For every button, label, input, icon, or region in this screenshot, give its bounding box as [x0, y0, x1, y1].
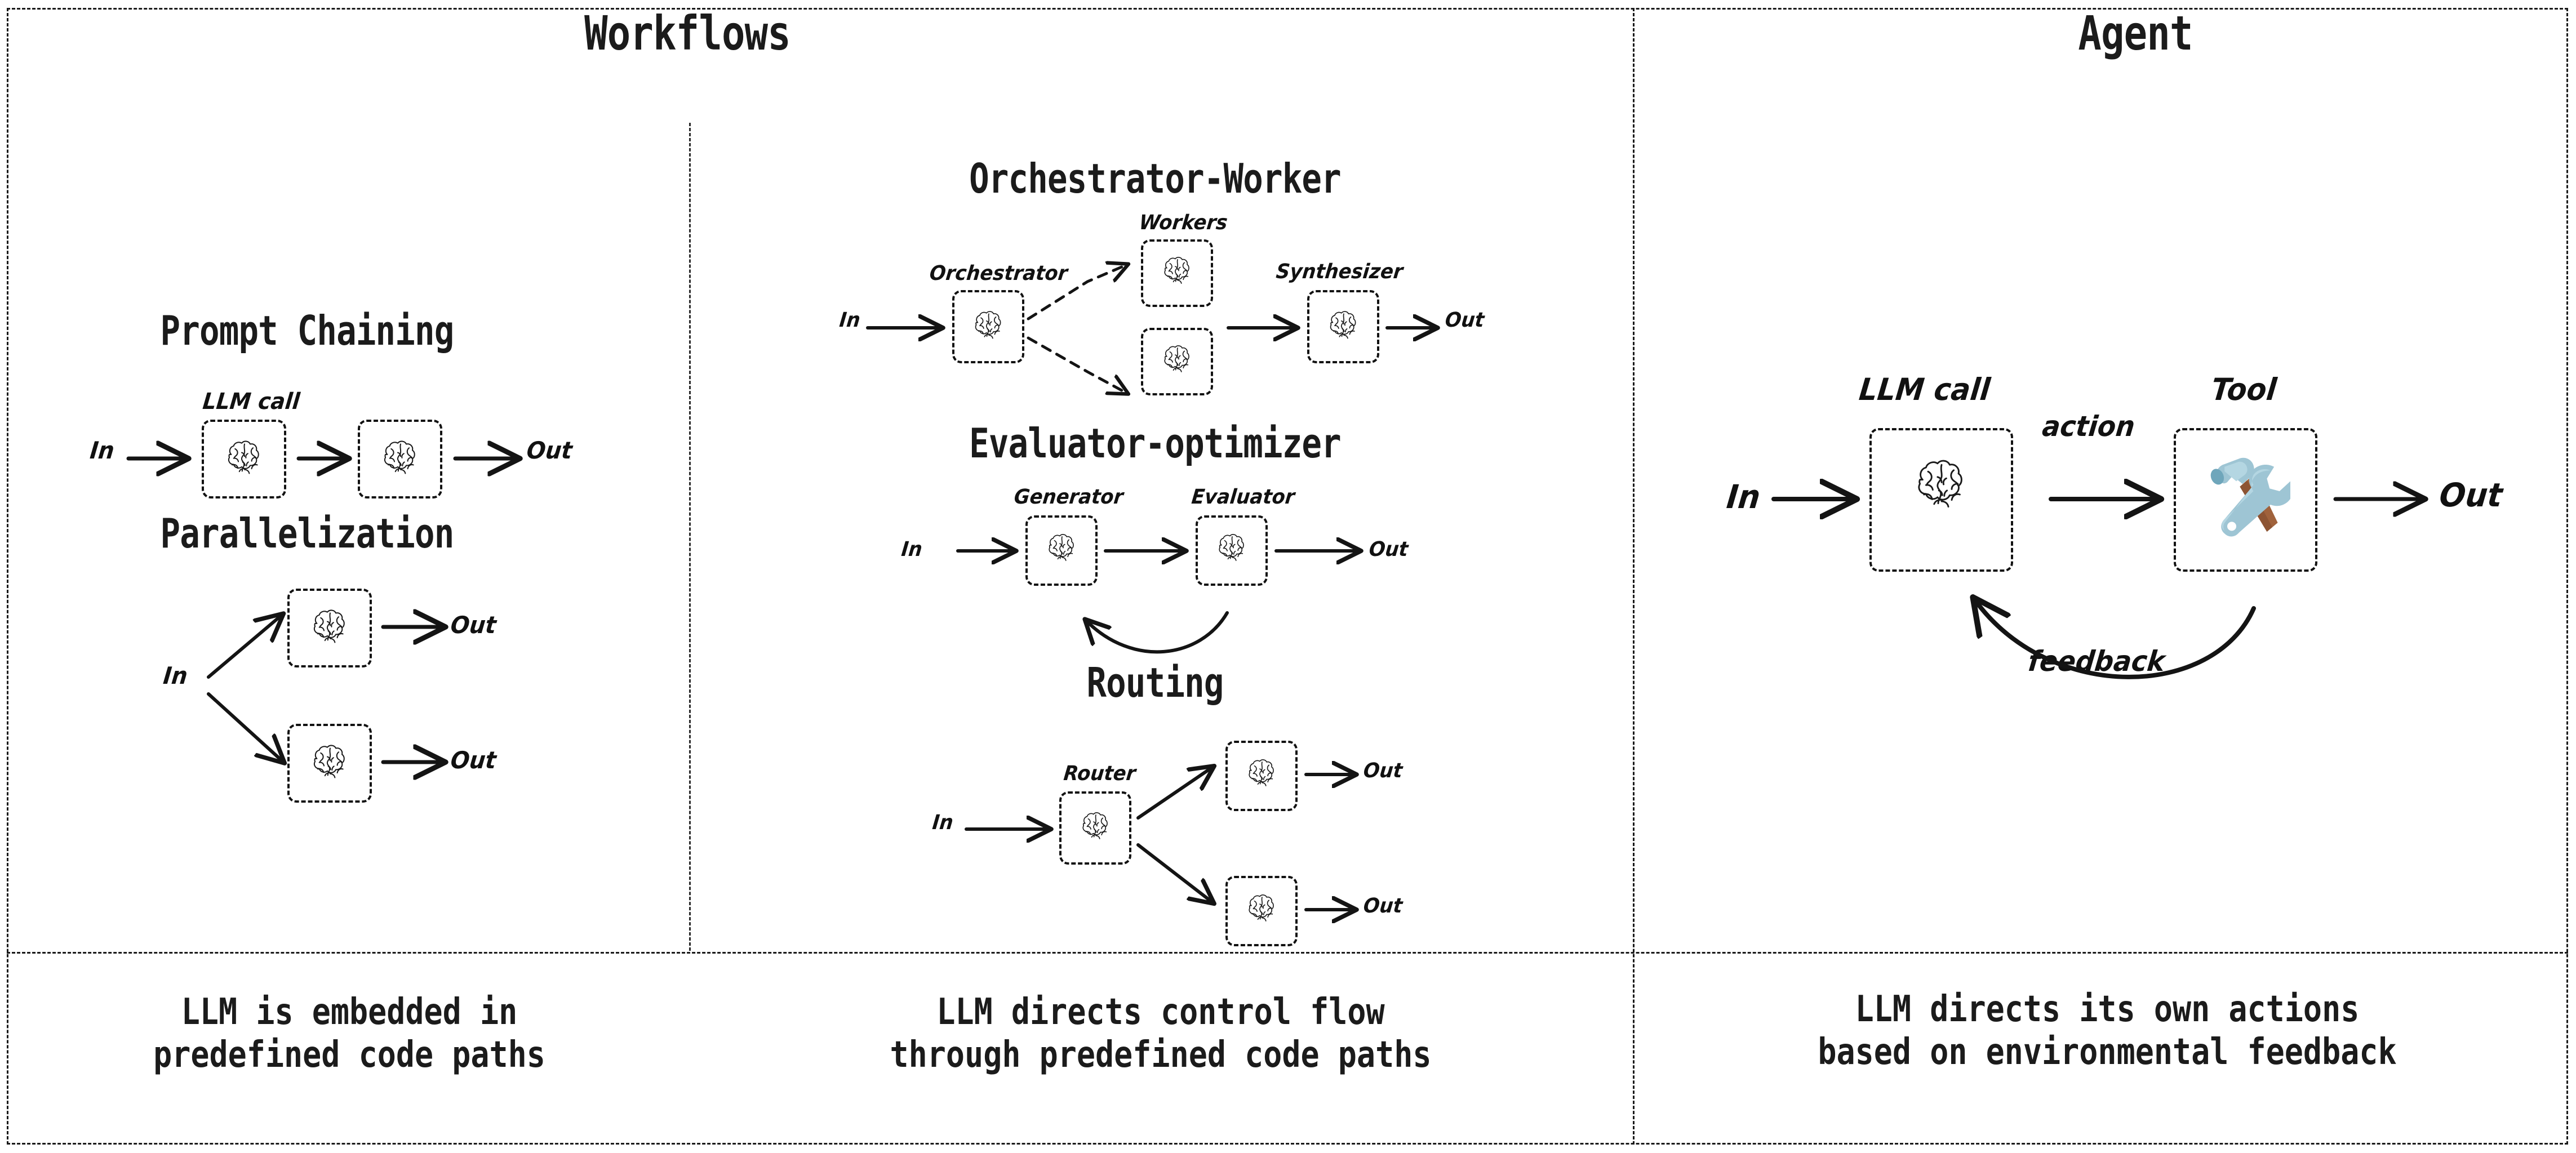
- pattern-title-prompt-chaining: Prompt Chaining: [160, 307, 455, 354]
- label-out-evaluator: Out: [1367, 538, 1410, 561]
- caption-workflows-mid: LLM directs control flow through predefi…: [768, 991, 1553, 1076]
- label-feedback: feedback: [2026, 645, 2167, 678]
- label-router: Router: [1062, 762, 1137, 785]
- caption-line: predefined code paths: [153, 1034, 545, 1076]
- node-synthesizer: [1307, 290, 1379, 363]
- label-in-evaluator: In: [900, 538, 923, 561]
- label-out-routing-1: Out: [1362, 759, 1404, 782]
- label-out-agent: Out: [2437, 476, 2504, 514]
- node-llm-call-1: [202, 420, 286, 498]
- caption-line: through predefined code paths: [890, 1034, 1432, 1076]
- label-in-orchestrator: In: [838, 309, 861, 332]
- label-tool: Tool: [2209, 372, 2279, 407]
- node-llm-call-2: [358, 420, 442, 498]
- node-parallel-branch-1: [287, 589, 372, 667]
- label-llm-call-chaining: LLM call: [201, 389, 301, 415]
- label-out-prompt-chaining: Out: [525, 437, 574, 464]
- workflows-inner-divider: [689, 123, 691, 951]
- label-synthesizer: Synthesizer: [1274, 260, 1404, 283]
- node-generator: [1025, 515, 1098, 586]
- node-evaluator: [1196, 515, 1268, 586]
- caption-line: LLM directs control flow: [936, 991, 1385, 1033]
- label-out-parallel-1: Out: [449, 611, 498, 639]
- caption-line: LLM is embedded in: [181, 991, 518, 1033]
- agent-column-title: Agent: [2078, 6, 2193, 61]
- label-in-agent: In: [1725, 478, 1762, 516]
- label-out-routing-2: Out: [1362, 894, 1404, 918]
- caption-line: LLM directs its own actions: [1855, 989, 2360, 1030]
- label-in-routing: In: [931, 811, 954, 834]
- label-orchestrator: Orchestrator: [928, 262, 1069, 285]
- workflows-column-title: Workflows: [584, 6, 791, 61]
- pattern-title-evaluator-optimizer: Evaluator-optimizer: [969, 420, 1342, 467]
- caption-agent: LLM directs its own actions based on env…: [1715, 989, 2499, 1074]
- label-action: action: [2040, 410, 2137, 443]
- label-evaluator: Evaluator: [1190, 486, 1296, 509]
- pattern-title-routing: Routing: [1086, 659, 1224, 706]
- workflows-agent-divider: [1633, 8, 1635, 1145]
- pattern-title-orchestrator-worker: Orchestrator-Worker: [969, 155, 1342, 202]
- label-in-parallelization: In: [162, 662, 189, 689]
- label-in-prompt-chaining: In: [88, 437, 116, 464]
- outer-frame: [7, 8, 2568, 1145]
- label-workers: Workers: [1138, 211, 1229, 234]
- node-router: [1059, 791, 1131, 865]
- label-generator: Generator: [1012, 486, 1125, 509]
- node-worker-1: [1141, 239, 1213, 307]
- caption-line: based on environmental feedback: [1818, 1031, 2397, 1073]
- caption-divider: [7, 952, 2568, 954]
- node-orchestrator: [952, 290, 1024, 363]
- node-worker-2: [1141, 328, 1213, 395]
- label-out-orchestrator: Out: [1444, 309, 1486, 332]
- node-route-target-1: [1225, 741, 1298, 811]
- label-out-parallel-2: Out: [449, 746, 498, 774]
- caption-workflows-left: LLM is embedded in predefined code paths: [68, 991, 630, 1076]
- label-llm-call-agent: LLM call: [1857, 372, 1992, 407]
- node-agent-llm-call: [1869, 428, 2013, 572]
- node-route-target-2: [1225, 876, 1298, 946]
- node-agent-tool: [2174, 428, 2317, 572]
- pattern-title-parallelization: Parallelization: [160, 510, 455, 557]
- node-parallel-branch-2: [287, 724, 372, 803]
